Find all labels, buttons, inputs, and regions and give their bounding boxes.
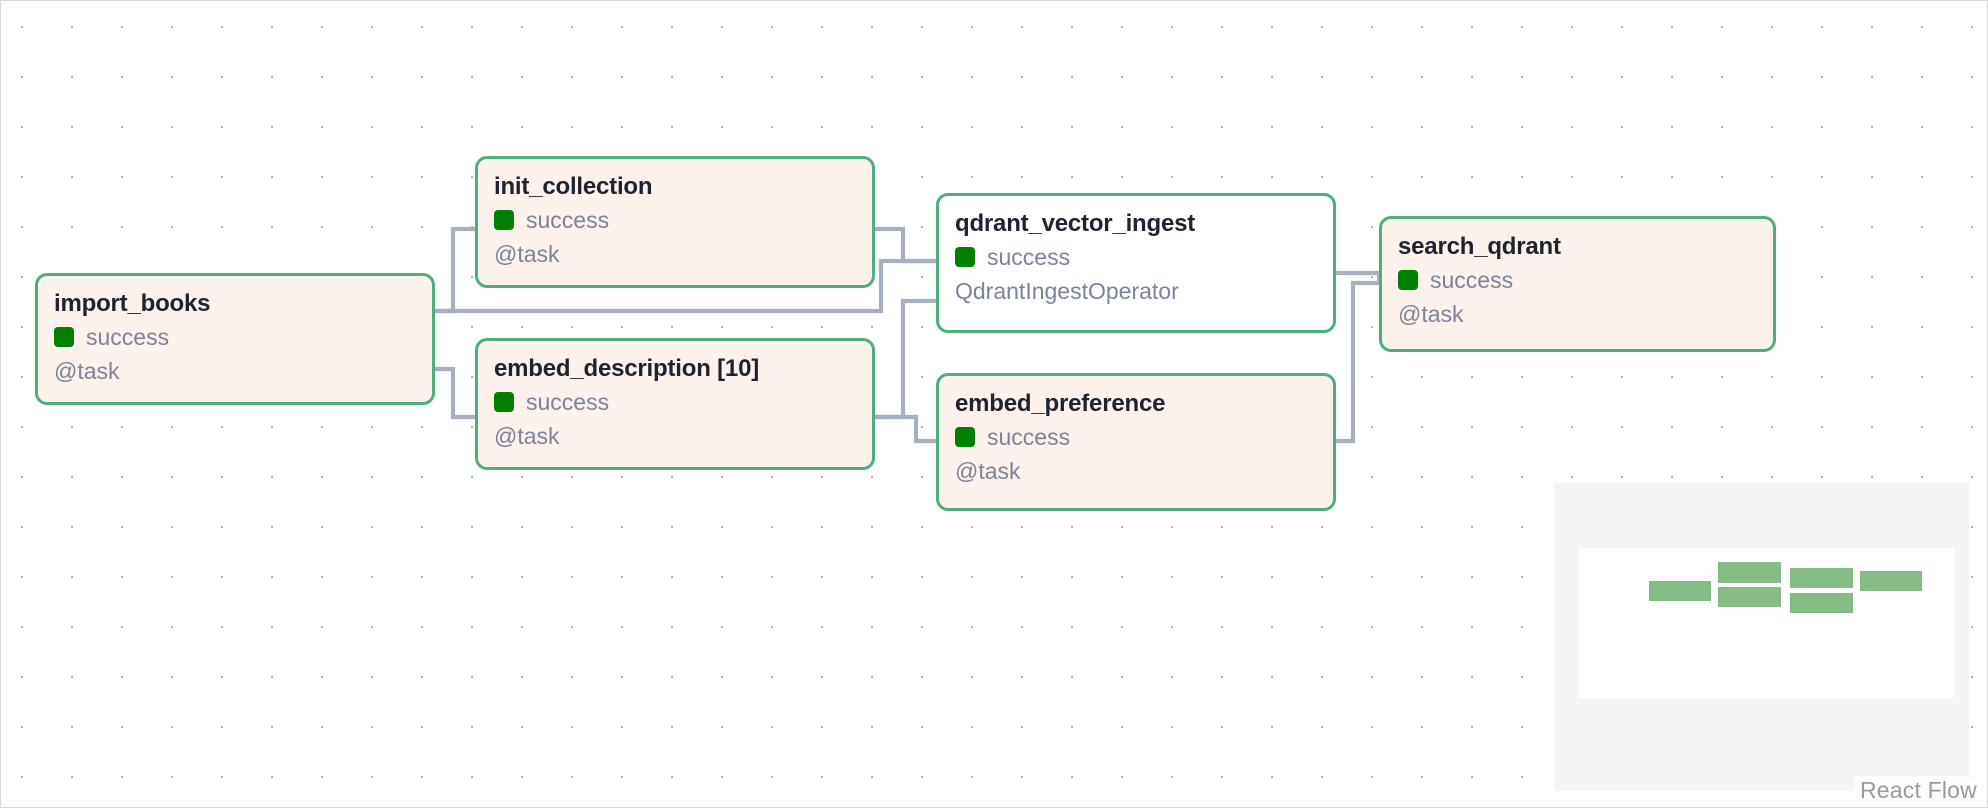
task-node-embed_description[interactable]: embed_description [10] success @task xyxy=(475,338,875,470)
task-node-state: success xyxy=(54,323,416,350)
task-node-operator: @task xyxy=(54,357,120,384)
task-node-operator: @task xyxy=(494,240,560,267)
react-flow-attribution[interactable]: React Flow xyxy=(1853,776,1983,805)
task-node-title: embed_preference xyxy=(955,390,1166,417)
edge xyxy=(435,226,475,314)
task-node-state: success xyxy=(494,388,856,415)
edge xyxy=(1336,270,1382,283)
success-swatch-icon xyxy=(494,392,514,413)
task-node-state: success xyxy=(494,206,856,233)
edge xyxy=(875,298,936,420)
minimap[interactable] xyxy=(1554,483,1969,791)
minimap-node xyxy=(1718,587,1781,607)
task-node-state-label: success xyxy=(987,243,1071,270)
edge xyxy=(875,226,936,264)
success-swatch-icon xyxy=(494,210,514,231)
minimap-node xyxy=(1790,568,1853,588)
success-swatch-icon xyxy=(54,327,74,348)
minimap-node xyxy=(1790,593,1853,613)
task-node-state-label: success xyxy=(526,388,610,415)
success-swatch-icon xyxy=(1398,270,1418,291)
minimap-node xyxy=(1649,581,1711,601)
task-node-state: success xyxy=(1398,266,1757,293)
task-node-state: success xyxy=(955,243,1317,270)
task-node-title: search_qdrant xyxy=(1398,233,1561,260)
task-node-title: embed_description [10] xyxy=(494,355,760,382)
task-node-state-label: success xyxy=(1430,266,1514,293)
success-swatch-icon xyxy=(955,247,975,268)
task-node-state-label: success xyxy=(86,323,170,350)
success-swatch-icon xyxy=(955,427,975,448)
task-node-operator: @task xyxy=(1398,300,1464,327)
task-node-state: success xyxy=(955,423,1317,450)
task-node-state-label: success xyxy=(526,206,610,233)
task-node-operator: QdrantIngestOperator xyxy=(955,277,1179,304)
task-node-operator: @task xyxy=(955,457,1021,484)
task-node-title: qdrant_vector_ingest xyxy=(955,210,1196,237)
minimap-node xyxy=(1860,571,1922,591)
task-node-title: init_collection xyxy=(494,173,653,200)
edge xyxy=(875,414,936,444)
minimap-node xyxy=(1718,562,1781,583)
edge xyxy=(435,366,475,420)
task-node-title: import_books xyxy=(54,290,211,317)
task-node-state-label: success xyxy=(987,423,1071,450)
edge xyxy=(1336,280,1379,444)
task-node-operator: @task xyxy=(494,422,560,449)
